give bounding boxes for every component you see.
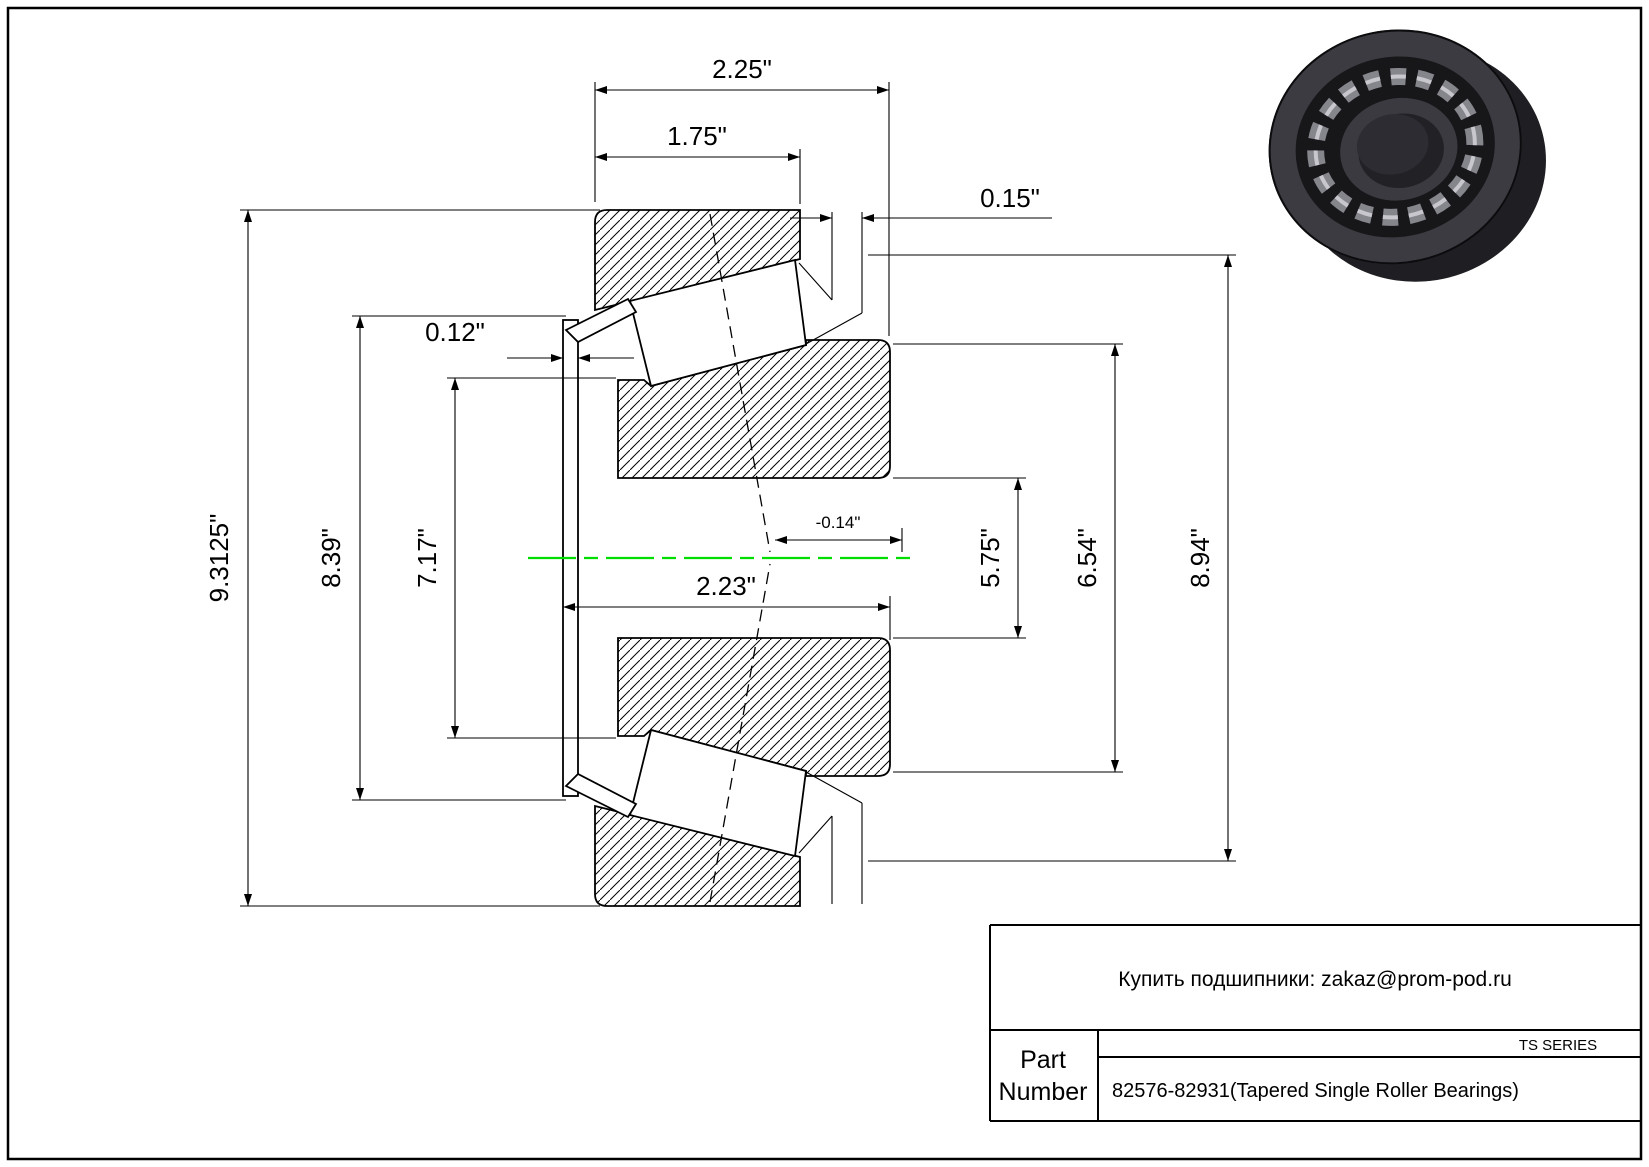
photo-cage-highlight bbox=[1313, 74, 1477, 220]
cage-lower-right bbox=[798, 771, 863, 904]
part-number-label-line1: Part bbox=[1020, 1046, 1066, 1074]
dim-label-cup-width: 1.75" bbox=[667, 121, 727, 151]
part-number-value: 82576-82931(Tapered Single Roller Bearin… bbox=[1112, 1080, 1519, 1102]
dim-label-cone-front-face: 7.17" bbox=[412, 528, 442, 588]
dim-label-housing-height: 9.3125" bbox=[204, 514, 234, 603]
dimensions: 2.25" 1.75" 0.15" 0.12" 9.3125" bbox=[204, 54, 1236, 907]
dim-label-cage-thickness: 0.12" bbox=[425, 317, 485, 347]
dim-label-bore-diameter: 5.75" bbox=[975, 528, 1005, 588]
dim-label-cage-height: 8.39" bbox=[316, 528, 346, 588]
cone-lower-section bbox=[617, 637, 891, 777]
dim-label-cone-width: 2.23" bbox=[696, 571, 756, 601]
photo-outer-rim bbox=[1268, 29, 1522, 265]
dim-cone-width: 2.23" bbox=[563, 571, 891, 640]
title-block: Купить подшипники: zakaz@prom-pod.ru TS … bbox=[989, 924, 1641, 1122]
dim-bore-diameter: 5.75" bbox=[893, 477, 1026, 639]
cage-bend-line bbox=[805, 312, 863, 345]
dim-cup-diameter: 8.94" bbox=[868, 254, 1236, 862]
dim-cage-height: 8.39" bbox=[316, 315, 566, 801]
cone-upper-section bbox=[617, 339, 891, 479]
dim-label-cup-diameter: 8.94" bbox=[1185, 528, 1215, 588]
bearing-cross-section bbox=[528, 209, 918, 907]
tapered-roller-lower bbox=[628, 728, 807, 858]
supplier-contact: Купить подшипники: zakaz@prom-pod.ru bbox=[1118, 968, 1512, 991]
dim-cage-thickness: 0.12" bbox=[425, 317, 634, 362]
part-number-label-line2: Number bbox=[999, 1078, 1088, 1106]
roller-axis-lower bbox=[709, 563, 771, 903]
tapered-roller-upper bbox=[628, 258, 807, 388]
dim-label-overall-width: 2.25" bbox=[712, 54, 772, 84]
dim-stand-out: 0.15" bbox=[790, 183, 1052, 222]
roller-axis-upper bbox=[709, 213, 771, 553]
cage-upper-right bbox=[798, 212, 863, 345]
cage-bend-line bbox=[805, 771, 863, 804]
cage-upper-left bbox=[564, 297, 638, 344]
dim-rib-diameter: 6.54" bbox=[893, 343, 1123, 773]
dim-apex-offset: -0.14" bbox=[775, 513, 903, 552]
series-label: TS SERIES bbox=[1519, 1037, 1597, 1054]
dim-housing-height: 9.3125" bbox=[204, 209, 600, 907]
cage-bend-line bbox=[798, 815, 833, 854]
page-frame bbox=[6, 6, 1643, 1161]
dim-label-rib-diameter: 6.54" bbox=[1072, 528, 1102, 588]
dim-cup-width: 1.75" bbox=[595, 121, 801, 204]
dim-label-apex-offset: -0.14" bbox=[816, 513, 861, 532]
bearing-product-photo bbox=[1268, 29, 1546, 282]
cage-bend-line bbox=[798, 262, 833, 301]
dim-cone-front-face: 7.17" bbox=[412, 377, 616, 739]
cage-lower-left bbox=[564, 772, 638, 819]
photo-bore-highlight bbox=[1356, 114, 1429, 175]
dim-overall-width: 2.25" bbox=[594, 54, 890, 336]
dim-label-stand-out: 0.15" bbox=[980, 183, 1040, 213]
